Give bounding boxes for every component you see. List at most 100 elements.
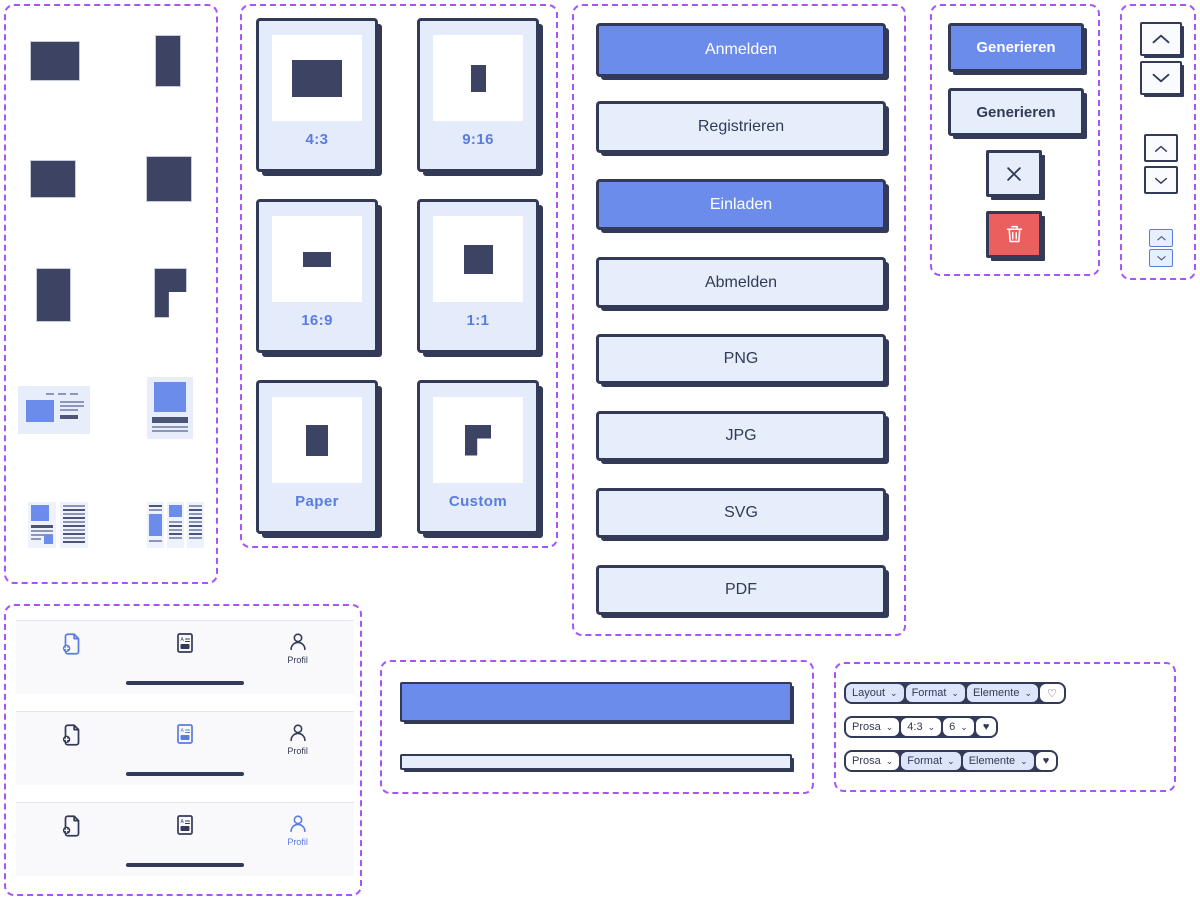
aspect-card-paper[interactable]: Paper [256,380,378,534]
rect-portrait-small [155,35,181,87]
rect-landscape-small [30,160,76,198]
favorite-toggle[interactable]: ♥ [1035,752,1057,770]
button-label: PDF [725,581,757,598]
nav-item-id-card[interactable]: A [129,712,242,785]
button-abmelden[interactable]: Abmelden [596,257,886,308]
id-card-icon: A [177,815,193,835]
chevron-down-icon [1152,73,1170,83]
nav-item-id-card[interactable]: A [129,803,242,876]
dropdown-format[interactable]: Format ⌄ [901,752,961,770]
button-label: JPG [725,427,757,444]
dropdown-elemente[interactable]: Elemente ⌄ [966,684,1038,702]
bar-filled[interactable] [400,682,792,722]
aspect-card-label: Paper [295,493,339,510]
dropdown-prosa[interactable]: Prosa ⌄ [846,718,900,736]
stepper-down-small[interactable] [1149,249,1173,267]
button-png[interactable]: PNG [596,334,886,384]
button-label: Abmelden [704,273,778,291]
svg-text:A: A [181,728,185,734]
chevron-up-icon [1152,34,1170,44]
dropdown-layout[interactable]: Layout ⌄ [846,684,904,702]
layout-thumb-slide[interactable] [18,386,90,434]
navbar-variant-1: A Profil [16,620,354,694]
button-pdf[interactable]: PDF [596,565,886,615]
home-indicator [126,863,244,867]
aspect-ratio-region: 4:3 9:16 16:9 1:1 Paper [240,4,558,548]
dropdown-label: Prosa [852,755,881,767]
dropdown-aspect[interactable]: 4:3 ⌄ [901,718,942,736]
shape-swatches-region [4,4,218,584]
layout-thumb-poster[interactable] [147,377,193,439]
nav-item-profile[interactable]: Profil [241,803,354,876]
chevron-down-icon: ⌄ [885,721,894,732]
chevron-down-icon: ⌄ [885,755,894,766]
dropdown-label: Elemente [972,687,1020,699]
dropdown-prosa[interactable]: Prosa ⌄ [846,752,900,770]
nav-item-profile[interactable]: Profil [241,712,354,785]
nav-item-profile[interactable]: Profil [241,621,354,694]
navbar-variant-3: A Profil [16,802,354,876]
button-registrieren[interactable]: Registrieren [596,101,886,153]
aspect-card-1-1[interactable]: 1:1 [417,199,539,353]
dropdown-toolbars-region: Layout ⌄ Format ⌄ Elemente ⌄ ♡ Prosa ⌄ 4… [834,662,1176,792]
chevron-down-icon [1156,256,1166,261]
generate-primary-label: Generieren [976,39,1056,56]
nav-item-label: Profil [287,746,308,756]
stepper-up-large[interactable] [1140,22,1182,56]
button-label: Registrieren [697,118,785,135]
button-label: Anmelden [704,41,778,58]
dropdown-format[interactable]: Format ⌄ [905,684,965,702]
dropdown-label: Elemente [968,755,1016,767]
close-x-icon [1007,166,1021,181]
rect-landscape-large [30,41,80,81]
id-card-icon: A [177,724,193,744]
aspect-card-4-3[interactable]: 4:3 [256,18,378,172]
nav-item-document-add[interactable] [16,803,129,876]
aspect-preview-shape [465,424,491,456]
layout-thumb-three-column[interactable] [147,502,205,548]
id-card-icon: A [177,633,193,653]
dropdown-label: 4:3 [907,721,923,733]
button-svg[interactable]: SVG [596,488,886,538]
chevron-up-icon [1156,236,1166,241]
stepper-down-medium[interactable] [1144,166,1178,194]
toolbar-row-1: Layout ⌄ Format ⌄ Elemente ⌄ ♡ [844,682,1066,704]
rect-square [146,156,192,202]
home-indicator [126,772,244,776]
dropdown-count[interactable]: 6 ⌄ [943,718,974,736]
svg-text:A: A [181,637,185,643]
document-add-icon [63,815,80,837]
heart-outline-icon: ♡ [1047,687,1057,700]
buttons-region: Anmelden Registrieren Einladen Abmelden … [572,4,906,636]
close-button[interactable] [986,150,1042,197]
aspect-card-custom[interactable]: Custom [417,380,539,534]
aspect-card-label: 16:9 [301,312,333,329]
aspect-card-16-9[interactable]: 16:9 [256,199,378,353]
button-anmelden[interactable]: Anmelden [596,23,886,77]
delete-button[interactable] [986,211,1042,258]
dropdown-label: 6 [949,721,956,733]
aspect-card-9-16[interactable]: 9:16 [417,18,539,172]
stepper-up-small[interactable] [1149,229,1173,247]
dropdown-label: Layout [852,687,886,699]
dropdown-elemente[interactable]: Elemente ⌄ [962,752,1034,770]
stepper-down-large[interactable] [1140,61,1182,95]
layout-thumb-two-column[interactable] [28,502,90,548]
bar-empty[interactable] [400,754,792,770]
generate-secondary-button[interactable]: Generieren [948,88,1084,136]
generate-primary-button[interactable]: Generieren [948,23,1084,72]
favorite-toggle[interactable]: ♡ [1040,684,1064,702]
nav-item-document-add[interactable] [16,712,129,785]
chevron-down-icon: ⌄ [960,721,968,732]
document-add-icon [63,724,80,746]
button-einladen[interactable]: Einladen [596,179,886,230]
button-jpg[interactable]: JPG [596,411,886,461]
favorite-toggle[interactable]: ♥ [975,718,997,736]
nav-item-id-card[interactable]: A [129,621,242,694]
nav-item-document-add[interactable] [16,621,129,694]
stepper-up-medium[interactable] [1144,134,1178,162]
home-indicator [126,681,244,685]
button-label: PNG [723,350,759,367]
aspect-preview-shape [303,251,331,267]
chevron-down-icon [1154,177,1168,184]
